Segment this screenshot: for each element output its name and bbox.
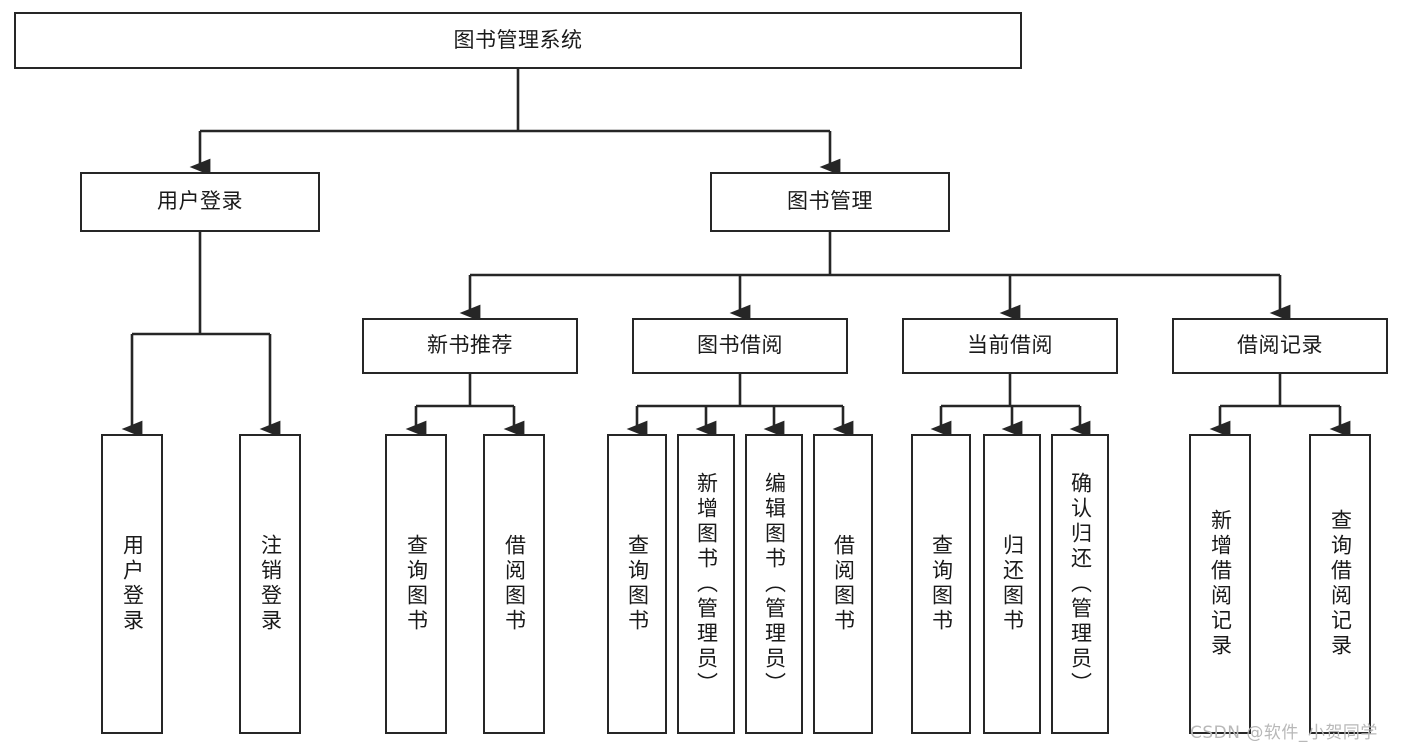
node-label: 当前借阅 [967, 333, 1053, 358]
node-leaf-confirm-return-admin[interactable]: 确认归还（管理员） [1051, 434, 1109, 734]
node-label: 查询借阅记录 [1328, 509, 1353, 659]
node-leaf-borrow-books-new[interactable]: 借阅图书 [483, 434, 545, 734]
node-label: 注销登录 [258, 534, 283, 634]
node-book-management[interactable]: 图书管理 [710, 172, 950, 232]
node-leaf-query-books-current[interactable]: 查询图书 [911, 434, 971, 734]
node-borrow-record[interactable]: 借阅记录 [1172, 318, 1388, 374]
node-leaf-return-books[interactable]: 归还图书 [983, 434, 1041, 734]
node-label: 用户登录 [157, 189, 243, 214]
node-label: 确认归还（管理员） [1068, 471, 1093, 697]
node-label: 借阅图书 [831, 534, 856, 634]
node-label: 借阅图书 [502, 534, 527, 634]
node-new-book-recommend[interactable]: 新书推荐 [362, 318, 578, 374]
node-label: 图书管理 [787, 189, 873, 214]
node-label: 借阅记录 [1237, 333, 1323, 358]
node-label: 编辑图书（管理员） [762, 471, 787, 697]
node-label: 查询图书 [625, 534, 650, 634]
node-label: 查询图书 [404, 534, 429, 634]
node-leaf-add-book-admin[interactable]: 新增图书（管理员） [677, 434, 735, 734]
node-leaf-logout[interactable]: 注销登录 [239, 434, 301, 734]
node-leaf-borrow-books[interactable]: 借阅图书 [813, 434, 873, 734]
node-label: 归还图书 [1000, 534, 1025, 634]
node-label: 图书管理系统 [453, 27, 583, 52]
node-label: 新增图书（管理员） [694, 471, 719, 697]
node-system-root[interactable]: 图书管理系统 [14, 12, 1022, 69]
node-label: 用户登录 [120, 534, 145, 634]
node-label: 新增借阅记录 [1208, 509, 1233, 659]
node-user-login[interactable]: 用户登录 [80, 172, 320, 232]
node-label: 查询图书 [929, 534, 954, 634]
csdn-watermark: CSDN @软件_小贺同学 [1190, 723, 1378, 743]
node-leaf-query-books-new[interactable]: 查询图书 [385, 434, 447, 734]
node-leaf-query-borrow-record[interactable]: 查询借阅记录 [1309, 434, 1371, 734]
node-book-borrow[interactable]: 图书借阅 [632, 318, 848, 374]
node-label: 图书借阅 [697, 333, 783, 358]
node-leaf-edit-book-admin[interactable]: 编辑图书（管理员） [745, 434, 803, 734]
node-leaf-add-borrow-record[interactable]: 新增借阅记录 [1189, 434, 1251, 734]
node-leaf-user-login[interactable]: 用户登录 [101, 434, 163, 734]
node-label: 新书推荐 [427, 333, 513, 358]
node-leaf-query-books-borrow[interactable]: 查询图书 [607, 434, 667, 734]
node-current-borrow[interactable]: 当前借阅 [902, 318, 1118, 374]
